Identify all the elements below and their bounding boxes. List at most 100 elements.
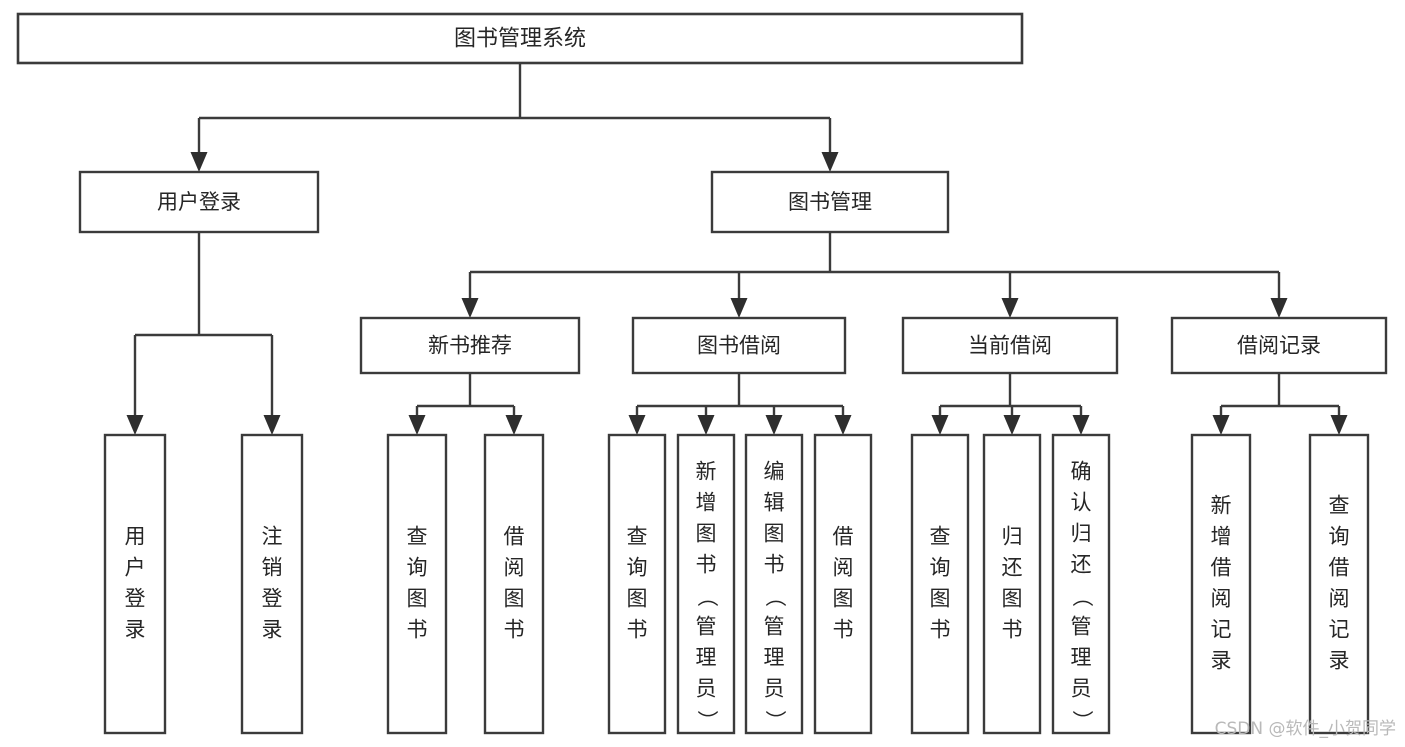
node-label-char: 书 xyxy=(504,618,525,642)
node-label-char: 理 xyxy=(696,646,717,670)
node-label-char: 登 xyxy=(125,587,146,611)
node-label-char: 用 xyxy=(125,525,146,549)
node-label-char: 借 xyxy=(1211,556,1232,580)
node-label-char: 管 xyxy=(764,615,785,639)
arrow-head-icon xyxy=(190,152,208,172)
node-label-char: （ xyxy=(695,586,719,607)
node-box xyxy=(1190,433,1252,735)
node-label-char: 阅 xyxy=(1211,587,1232,611)
root-node-图书管理系统[interactable]: 图书管理系统 xyxy=(16,12,1024,65)
arrow-head-icon xyxy=(1212,415,1230,435)
node-label-char: 书 xyxy=(930,618,951,642)
node-label-char: 编 xyxy=(764,460,785,484)
node-label-char: 确 xyxy=(1071,460,1092,484)
arrow-head-icon xyxy=(821,152,839,172)
node-box xyxy=(676,433,736,735)
node-label-char: 录 xyxy=(1329,649,1350,673)
node-label-char: 阅 xyxy=(833,556,854,580)
arrow-head-icon xyxy=(1003,415,1021,435)
arrow-head-icon xyxy=(408,415,426,435)
node-label-char: 询 xyxy=(930,556,951,580)
node-label-char: 登 xyxy=(262,587,283,611)
connector-user-login xyxy=(126,232,281,435)
node-label: 图书管理系统 xyxy=(454,27,586,52)
arrow-head-icon xyxy=(461,298,479,318)
node-box xyxy=(744,433,804,735)
arrow-head-icon xyxy=(1330,415,1348,435)
level1-node-book-manage[interactable]: 图书管理 xyxy=(710,170,950,234)
node-label-char: 书 xyxy=(764,553,785,577)
node-label-char: 归 xyxy=(1071,522,1092,546)
level2-node-book-borrow[interactable]: 图书借阅 xyxy=(631,316,847,375)
node-box xyxy=(1308,433,1370,735)
arrow-head-icon xyxy=(834,415,852,435)
node-label: 用户登录 xyxy=(157,190,241,214)
level2-node-new-book-recommend[interactable]: 新书推荐 xyxy=(359,316,581,375)
node-label-char: 归 xyxy=(1002,525,1023,549)
node-label-char: ） xyxy=(763,710,787,731)
level2-node-current-borrow[interactable]: 当前借阅 xyxy=(901,316,1119,375)
node-box xyxy=(359,316,581,375)
node-label-char: 新 xyxy=(696,460,717,484)
arrow-head-icon xyxy=(1001,298,1019,318)
node-box xyxy=(16,12,1024,65)
node-label-char: 记 xyxy=(1329,618,1350,642)
watermark-label: CSDN @软件_小贺同学 xyxy=(1215,719,1396,739)
node-label-char: 借 xyxy=(833,525,854,549)
node-label-char: 询 xyxy=(627,556,648,580)
node-label-char: 还 xyxy=(1071,553,1092,577)
node-label-char: 图 xyxy=(833,587,854,611)
arrow-head-icon xyxy=(1270,298,1288,318)
node-label-char: 还 xyxy=(1002,556,1023,580)
connector-book-manage xyxy=(461,232,1288,318)
node-label-char: 询 xyxy=(407,556,428,580)
node-label: 当前借阅 xyxy=(968,334,1052,358)
node-box xyxy=(386,433,448,735)
node-box xyxy=(813,433,873,735)
node-label-char: 录 xyxy=(125,618,146,642)
node-label: 借阅记录 xyxy=(1237,334,1321,358)
node-label-char: 书 xyxy=(407,618,428,642)
level2-node-borrow-record[interactable]: 借阅记录 xyxy=(1170,316,1388,375)
connector-current-borrow xyxy=(931,373,1090,435)
node-label-char: 增 xyxy=(1211,525,1232,549)
node-label-char: ） xyxy=(695,710,719,731)
node-label-char: 销 xyxy=(262,556,283,580)
node-label-char: 图 xyxy=(764,522,785,546)
node-label: 图书管理 xyxy=(788,190,872,214)
node-label-char: 认 xyxy=(1071,491,1092,515)
boxes-layer: 图书管理系统用户登录图书管理新书推荐图书借阅当前借阅借阅记录用户登录注销登录查询… xyxy=(16,12,1388,735)
node-label-char: 辑 xyxy=(764,491,785,515)
node-box xyxy=(483,433,545,735)
node-label: 新书推荐 xyxy=(428,334,512,358)
node-label-char: 图 xyxy=(1002,587,1023,611)
node-label-char: 阅 xyxy=(504,556,525,580)
node-label-char: 注 xyxy=(262,525,283,549)
connectors-layer xyxy=(126,63,1348,435)
leaf-node-leaf-user-login[interactable]: 用户登录 xyxy=(103,433,167,735)
node-label-char: 录 xyxy=(1211,649,1232,673)
node-label-char: ） xyxy=(1070,710,1094,731)
node-label-char: 记 xyxy=(1211,618,1232,642)
level1-node-user-login[interactable]: 用户登录 xyxy=(78,170,320,234)
node-box xyxy=(910,433,970,735)
node-label-char: 员 xyxy=(1071,677,1092,701)
node-label-char: 新 xyxy=(1211,494,1232,518)
arrow-head-icon xyxy=(765,415,783,435)
node-box xyxy=(607,433,667,735)
node-box xyxy=(103,433,167,735)
connector-borrow-record xyxy=(1212,373,1348,435)
